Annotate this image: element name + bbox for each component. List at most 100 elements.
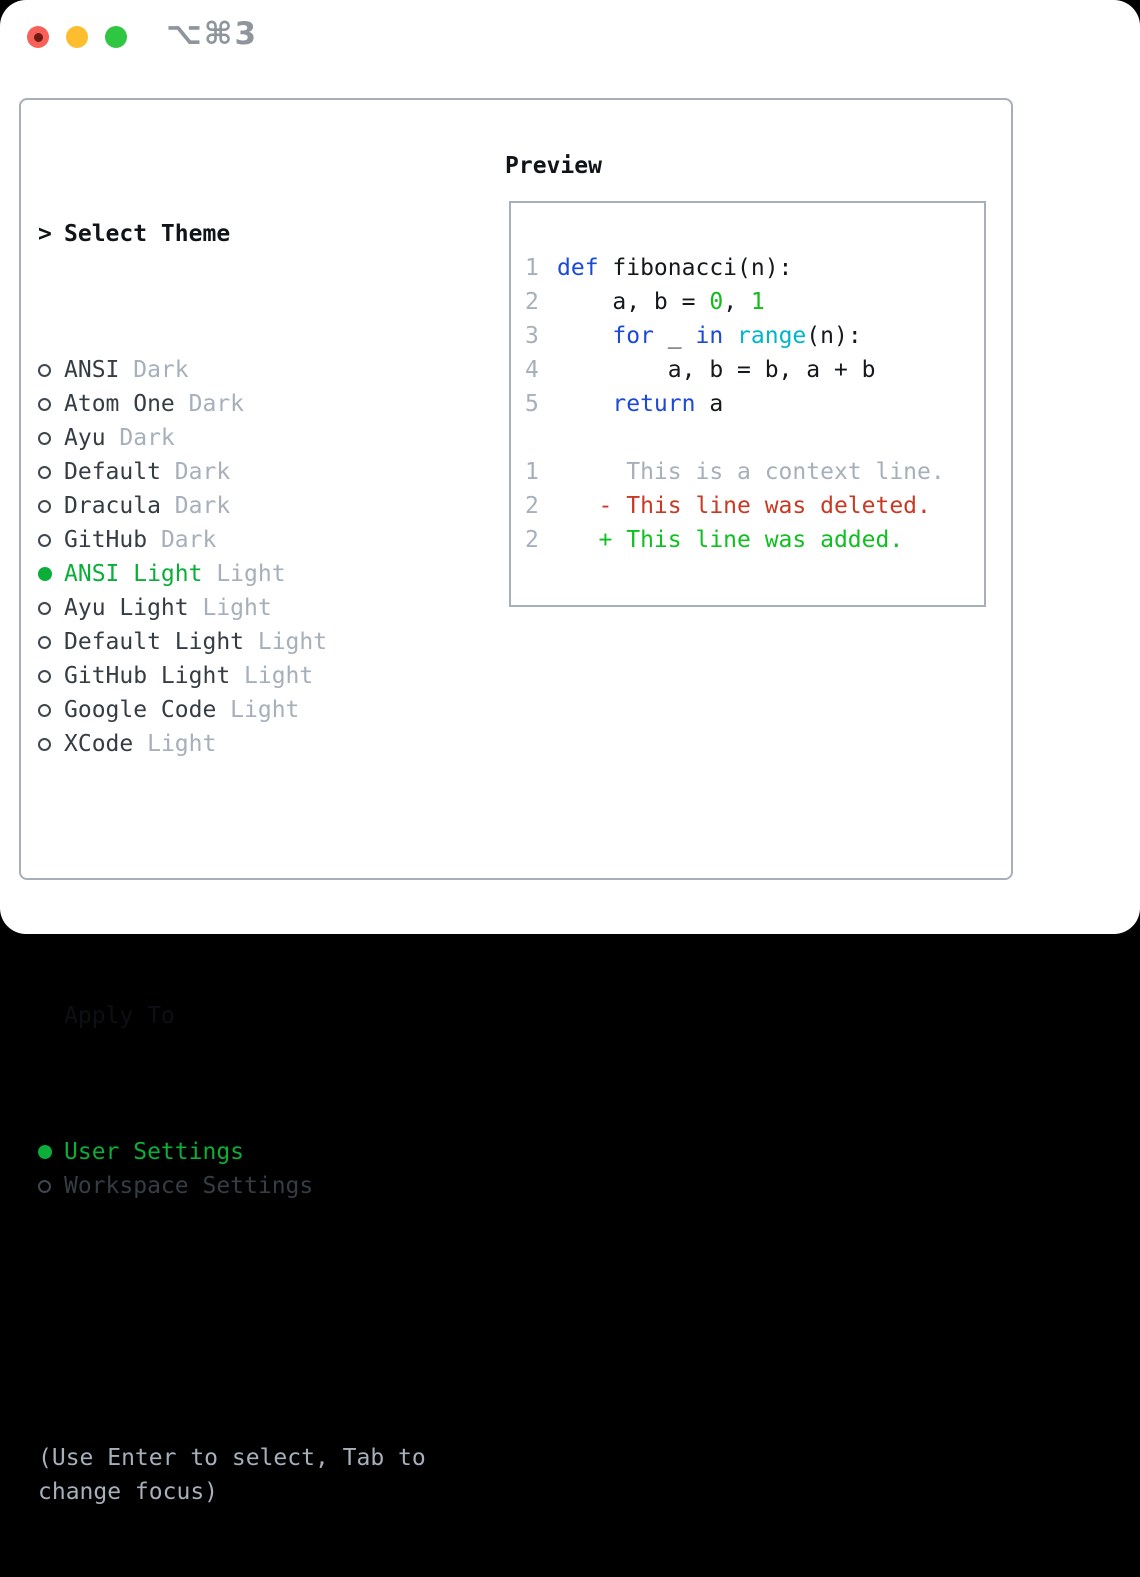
code-segment-function: range	[737, 323, 807, 349]
code-segment-default	[723, 323, 737, 349]
code-line	[525, 421, 984, 455]
line-number: 1	[525, 255, 539, 281]
code-line: 5 return a	[525, 387, 984, 421]
code-line: 2 + This line was added.	[525, 523, 984, 557]
window-controls	[27, 26, 127, 48]
theme-variant-tag: Light	[230, 697, 300, 723]
select-theme-title: Select Theme	[64, 221, 231, 247]
code-segment-default: _	[653, 323, 696, 349]
theme-variant-tag: Dark	[133, 357, 189, 383]
preview-code: 1 def fibonacci(n): 2 a, b = 0, 1 3 for _ i…	[525, 251, 984, 557]
radio-icon	[38, 465, 64, 479]
theme-option-dracula[interactable]: Dracula Dark	[38, 489, 426, 523]
theme-name: Default Light	[64, 629, 245, 655]
code-segment-default	[557, 323, 612, 349]
line-number: 2	[525, 493, 539, 519]
radio-icon	[38, 533, 64, 547]
theme-variant-tag: Dark	[188, 391, 245, 417]
theme-name: Google Code	[64, 697, 217, 723]
radio-selected-icon	[38, 567, 64, 581]
code-segment-deleted: - This line was deleted.	[557, 493, 931, 519]
code-segment-number: 1	[750, 289, 765, 315]
theme-variant-tag: Dark	[160, 527, 217, 553]
preview-title: Preview	[505, 153, 602, 179]
theme-name: Dracula	[64, 493, 161, 519]
preview-pane: 1 def fibonacci(n): 2 a, b = 0, 1 3 for _ i…	[509, 201, 986, 607]
close-button[interactable]	[27, 26, 49, 48]
line-number: 5	[525, 391, 539, 417]
code-segment-keyword: for	[612, 323, 654, 349]
radio-icon	[38, 669, 64, 683]
theme-name: XCode	[64, 731, 134, 757]
theme-option-xcode[interactable]: XCode Light	[38, 727, 426, 761]
theme-option-default[interactable]: Default Dark	[38, 455, 426, 489]
zoom-button[interactable]	[105, 26, 127, 48]
theme-name: GitHub Light	[64, 663, 231, 689]
radio-icon	[38, 601, 64, 615]
theme-variant-tag: Dark	[119, 425, 175, 451]
theme-variant-tag: Dark	[174, 493, 231, 519]
select-theme-header: > Select Theme	[38, 217, 426, 251]
code-segment-keyword: return	[612, 391, 696, 417]
theme-variant-tag: Dark	[174, 459, 231, 485]
code-line: 1 This is a context line.	[525, 455, 984, 489]
code-segment-default: a, b =	[557, 289, 710, 315]
window-shortcut-label: ⌥⌘3	[166, 16, 259, 52]
radio-icon	[38, 635, 64, 649]
theme-name: ANSI	[64, 357, 120, 383]
code-segment-default: fibonacci(n):	[598, 255, 793, 281]
code-line: 4 a, b = b, a + b	[525, 353, 984, 387]
footer-hint-line: change focus)	[38, 1479, 219, 1505]
radio-icon	[38, 1179, 64, 1193]
theme-option-github[interactable]: GitHub Dark	[38, 523, 426, 557]
code-line: 2 a, b = 0, 1	[525, 285, 984, 319]
theme-variant-tag: Light	[257, 629, 328, 655]
radio-icon	[38, 431, 64, 445]
line-number: 1	[525, 459, 539, 485]
code-segment-default: ,	[723, 289, 751, 315]
spacer	[38, 863, 426, 897]
code-segment-keyword: in	[695, 323, 724, 349]
line-number: 2	[525, 527, 539, 553]
theme-variant-tag: Light	[147, 731, 217, 757]
code-segment-number: 0	[709, 289, 724, 315]
theme-option-github-light[interactable]: GitHub Light Light	[38, 659, 426, 693]
line-number: 2	[525, 289, 539, 315]
theme-option-default-light[interactable]: Default Light Light	[38, 625, 426, 659]
code-segment-default: a, b = b, a + b	[557, 357, 876, 383]
code-segment-default: a	[695, 391, 724, 417]
minimize-button[interactable]	[66, 26, 88, 48]
apply-to-title: Apply To	[64, 1003, 175, 1029]
apply-option-workspace-settings[interactable]: Workspace Settings	[38, 1169, 426, 1203]
theme-name: GitHub	[64, 527, 148, 553]
code-segment-added: + This line was added.	[557, 527, 904, 553]
theme-name: ANSI Light	[64, 561, 203, 587]
theme-option-ansi[interactable]: ANSI Dark	[38, 353, 426, 387]
spacer	[38, 1305, 426, 1339]
apply-option-user-settings[interactable]: User Settings	[38, 1135, 426, 1169]
radio-icon	[38, 499, 64, 513]
radio-icon	[38, 363, 64, 377]
apply-option-name: User Settings	[64, 1139, 245, 1165]
code-segment-default	[557, 391, 612, 417]
code-segment-context: This is a context line.	[557, 459, 945, 485]
line-number: 3	[525, 323, 539, 349]
close-button-dot	[33, 32, 43, 42]
theme-variant-tag: Light	[244, 663, 314, 689]
radio-icon	[38, 397, 64, 411]
code-segment-keyword: def	[557, 255, 599, 281]
theme-option-google-code[interactable]: Google Code Light	[38, 693, 426, 727]
radio-selected-icon	[38, 1145, 64, 1159]
theme-name: Default	[64, 459, 161, 485]
theme-option-ansi-light[interactable]: ANSI Light Light	[38, 557, 426, 591]
theme-variant-tag: Light	[216, 561, 286, 587]
